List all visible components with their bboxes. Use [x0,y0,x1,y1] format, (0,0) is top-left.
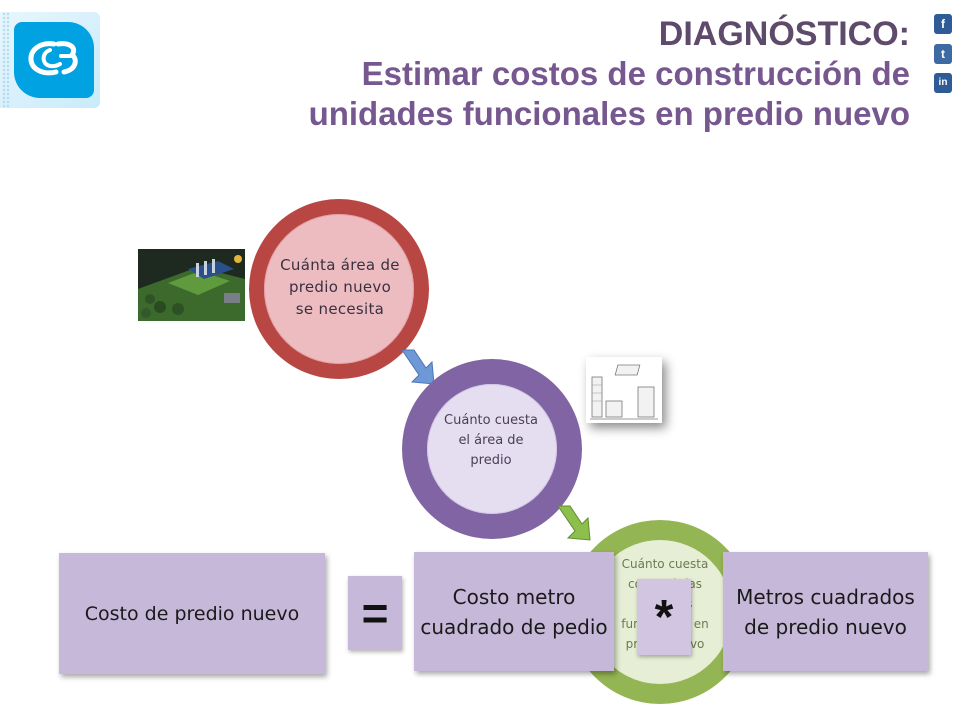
logo-badge [14,22,94,98]
logo-dot-pattern [2,12,10,108]
formula-term-a-box: Costo metro cuadrado de pedio [414,552,614,671]
title-line-3: unidades funcionales en predio nuevo [308,95,910,132]
site-aerial-image [138,249,245,321]
step-2-text: Cuánto cuesta el área de predio [444,413,538,468]
cb-logo-icon [28,41,78,76]
equals-sign: = [348,576,402,650]
arrow-down-right-icon [557,505,591,541]
page-title: DIAGNÓSTICO: Estimar costos de construcc… [150,14,910,134]
title-line-2: Estimar costos de construcción de [361,55,910,92]
step-1-text: Cuánta área de predio nuevo se necesita [280,256,400,318]
title-line-1: DIAGNÓSTICO: [658,15,910,53]
multiply-sign: * [637,579,691,655]
building-sketch-image [586,357,662,423]
formula-term-b-box: Metros cuadrados de predio nuevo [723,552,928,671]
formula-result-box: Costo de predio nuevo [59,553,325,674]
step-circle-1-inner [264,214,414,364]
linkedin-icon[interactable]: in [934,73,952,93]
twitter-icon[interactable]: t [934,44,952,64]
company-logo [0,12,100,112]
arrow-down-right-icon [401,349,435,385]
facebook-icon[interactable]: f [934,14,952,34]
step-circle-2-inner [427,384,557,514]
